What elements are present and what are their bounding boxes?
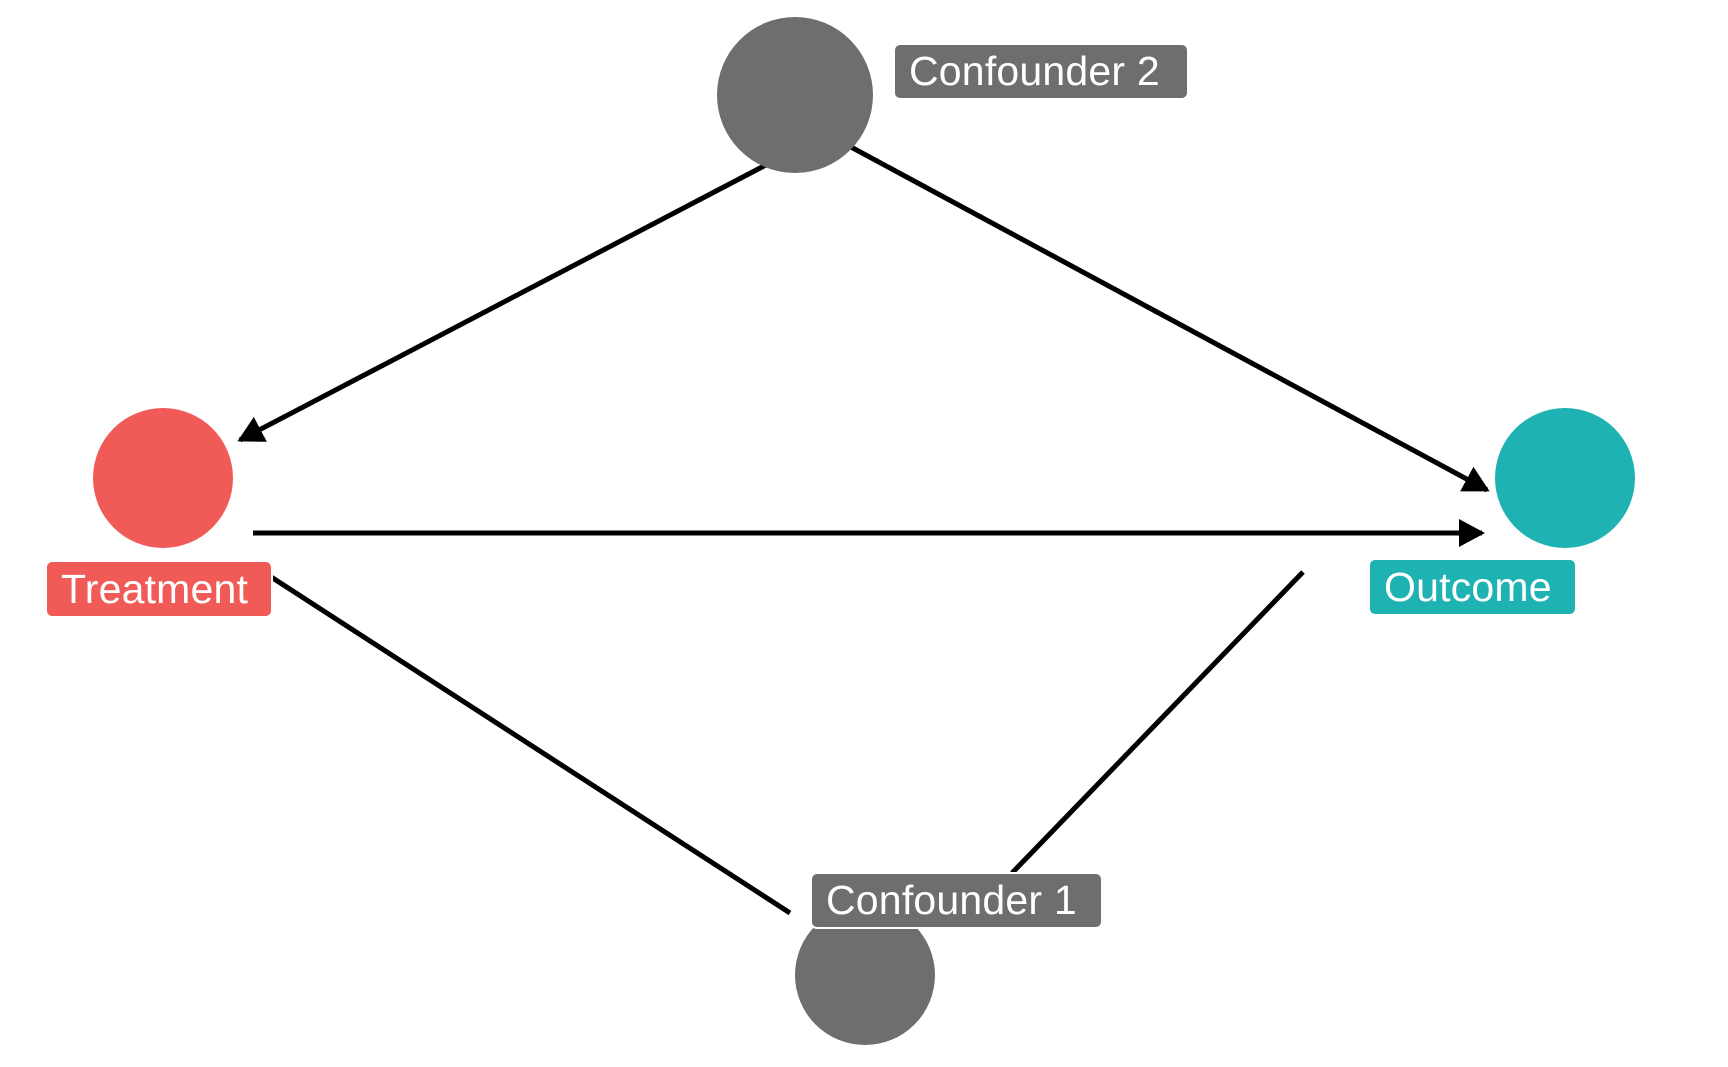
edge-confounder2-to-treatment: [237, 152, 787, 443]
confounder2-label[interactable]: Confounder 2: [893, 43, 1189, 100]
confounder1-label[interactable]: Confounder 1: [810, 872, 1103, 929]
outcome-label[interactable]: Outcome: [1368, 558, 1577, 616]
treatment-circle[interactable]: [93, 408, 233, 548]
edge-confounder2-to-outcome: [849, 144, 1490, 493]
edge-treatment-to-confounder1: [246, 559, 792, 916]
edge-group: [237, 144, 1490, 916]
confounder2-circle[interactable]: [717, 17, 873, 173]
outcome-circle[interactable]: [1495, 408, 1635, 548]
treatment-label[interactable]: Treatment: [45, 560, 273, 618]
edge-confounder1-to-outcome: [1010, 570, 1305, 875]
